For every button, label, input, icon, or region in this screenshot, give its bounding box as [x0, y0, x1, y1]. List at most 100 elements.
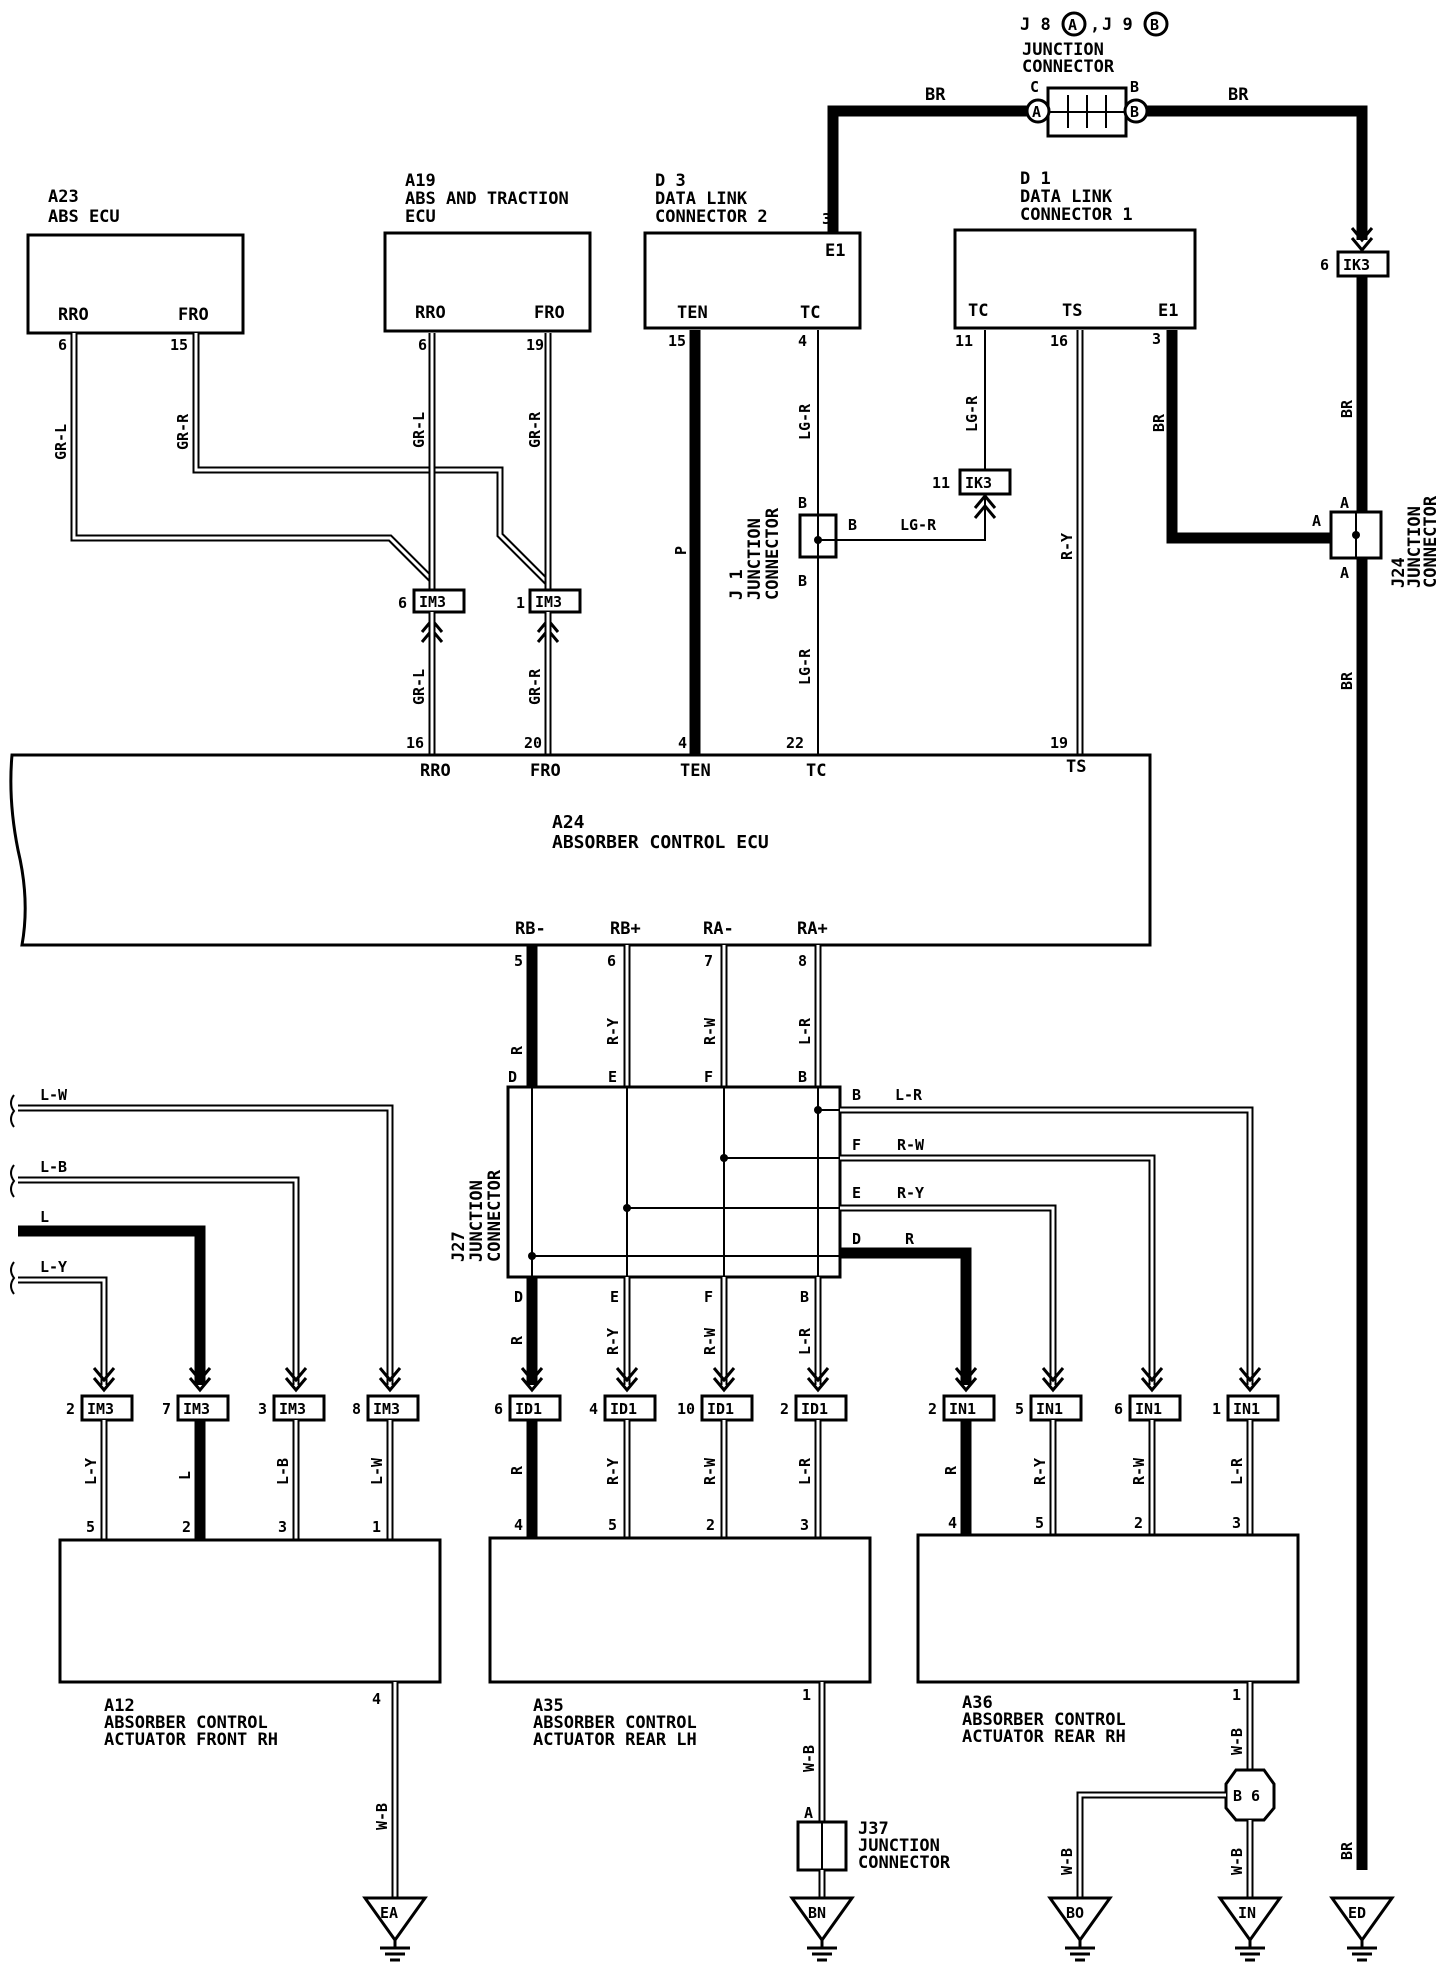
svg-text:ACTUATOR FRONT RH: ACTUATOR FRONT RH: [104, 1730, 278, 1750]
svg-text:RA+: RA+: [797, 919, 828, 939]
svg-text:CONNECTOR 1: CONNECTOR 1: [1020, 205, 1133, 225]
svg-text:L-W: L-W: [368, 1457, 386, 1485]
svg-text:IM3: IM3: [419, 593, 446, 611]
svg-text:IM3: IM3: [373, 1400, 400, 1418]
svg-text:R-W: R-W: [701, 1017, 719, 1045]
svg-text:IM3: IM3: [183, 1400, 210, 1418]
svg-text:W-B: W-B: [373, 1803, 391, 1830]
svg-text:ACTUATOR REAR RH: ACTUATOR REAR RH: [962, 1727, 1126, 1747]
svg-text:FRO: FRO: [534, 303, 565, 323]
svg-text:CONNECTOR: CONNECTOR: [763, 507, 783, 600]
svg-text:GR-R: GR-R: [526, 411, 544, 448]
svg-text:3: 3: [800, 1516, 809, 1534]
svg-text:2: 2: [780, 1400, 789, 1418]
svg-text:JUNCTION: JUNCTION: [745, 518, 765, 600]
svg-text:E: E: [608, 1068, 617, 1086]
svg-text:ED: ED: [1348, 1904, 1366, 1922]
svg-text:C: C: [1030, 78, 1039, 96]
svg-text:LG-R: LG-R: [796, 648, 814, 685]
svg-text:W-B: W-B: [800, 1745, 818, 1772]
svg-text:J 9: J 9: [1102, 15, 1133, 35]
a35-actuator-rear-lh: A35 ABSORBER CONTROL ACTUATOR REAR LH 1: [488, 1536, 872, 1750]
svg-text:4: 4: [589, 1400, 598, 1418]
svg-text:ABS ECU: ABS ECU: [48, 207, 120, 227]
svg-text:GR-R: GR-R: [174, 413, 192, 450]
svg-text:2: 2: [928, 1400, 937, 1418]
svg-text:JUNCTION: JUNCTION: [467, 1180, 487, 1262]
svg-text:GR-L: GR-L: [52, 424, 70, 460]
svg-text:R-Y: R-Y: [604, 1018, 622, 1045]
svg-text:L-B: L-B: [40, 1158, 67, 1176]
svg-text:ACTUATOR REAR LH: ACTUATOR REAR LH: [533, 1730, 697, 1750]
svg-text:GR-L: GR-L: [410, 412, 428, 448]
svg-text:J24: J24: [1389, 557, 1409, 588]
ground-in: IN: [1217, 1896, 1283, 1962]
svg-text:19: 19: [526, 336, 544, 354]
a36-actuator-rear-rh: A36 ABSORBER CONTROL ACTUATOR REAR RH 1: [916, 1533, 1300, 1747]
svg-text:BO: BO: [1066, 1904, 1084, 1922]
svg-text:3: 3: [1152, 330, 1161, 348]
svg-text:6: 6: [418, 336, 427, 354]
svg-text:R-W: R-W: [1130, 1457, 1148, 1485]
svg-text:GR-R: GR-R: [526, 668, 544, 705]
svg-text:5: 5: [86, 1518, 95, 1536]
svg-text:RRO: RRO: [58, 305, 89, 325]
svg-text:3: 3: [278, 1518, 287, 1536]
svg-text:B: B: [1150, 16, 1159, 34]
svg-text:A: A: [1312, 512, 1321, 530]
ground-ed: ED: [1329, 1896, 1395, 1962]
svg-text:2: 2: [1134, 1514, 1143, 1532]
svg-text:B: B: [1130, 103, 1139, 121]
svg-text:B: B: [798, 1068, 807, 1086]
svg-text:1: 1: [1212, 1400, 1221, 1418]
svg-text:ABS AND TRACTION: ABS AND TRACTION: [405, 189, 569, 209]
svg-text:L-B: L-B: [274, 1458, 292, 1485]
inline-connector-row: IM3 2 IM3 7 IM3 3 IM3 8 ID1 6 ID1 4 ID1 …: [66, 1394, 1280, 1422]
svg-text:B: B: [848, 516, 857, 534]
svg-text:4: 4: [514, 1516, 523, 1534]
svg-text:2: 2: [182, 1518, 191, 1536]
svg-text:E1: E1: [1158, 301, 1178, 321]
svg-text:TC: TC: [968, 301, 988, 321]
svg-text:W-B: W-B: [1058, 1848, 1076, 1875]
svg-text:2: 2: [66, 1400, 75, 1418]
a23-abs-ecu: A23 ABS ECU RRO FRO: [26, 187, 245, 335]
svg-text:J 8: J 8: [1020, 15, 1051, 35]
svg-text:JUNCTION: JUNCTION: [858, 1836, 940, 1856]
svg-text:F: F: [704, 1068, 713, 1086]
svg-text:B: B: [798, 572, 807, 590]
svg-text:3: 3: [258, 1400, 267, 1418]
svg-text:A: A: [1068, 16, 1077, 34]
svg-text:D: D: [514, 1288, 523, 1306]
a19-abs-traction-ecu: A19 ABS AND TRACTION ECU RRO FRO: [383, 171, 592, 333]
svg-text:11: 11: [955, 332, 973, 350]
j24-label: J24 JUNCTION CONNECTOR: [1389, 495, 1441, 588]
svg-text:IN1: IN1: [1233, 1400, 1260, 1418]
svg-text:BR: BR: [1150, 413, 1168, 432]
svg-text:L-R: L-R: [796, 1017, 814, 1045]
svg-text:L-R: L-R: [895, 1086, 923, 1104]
svg-text:P: P: [672, 546, 690, 555]
svg-text:R-Y: R-Y: [897, 1184, 924, 1202]
svg-text:GR-L: GR-L: [410, 669, 428, 705]
svg-text:3: 3: [1232, 1514, 1241, 1532]
svg-text:1: 1: [1232, 1686, 1241, 1704]
svg-text:RA-: RA-: [703, 919, 734, 939]
svg-text:4: 4: [372, 1690, 381, 1708]
svg-text:ID1: ID1: [515, 1400, 542, 1418]
svg-text:16: 16: [406, 734, 424, 752]
svg-text:L-R: L-R: [1228, 1457, 1246, 1485]
ground-ea: EA: [362, 1896, 428, 1962]
svg-text:A: A: [1032, 103, 1041, 121]
svg-text:16: 16: [1050, 332, 1068, 350]
svg-text:ECU: ECU: [405, 207, 436, 227]
svg-text:22: 22: [786, 734, 804, 752]
svg-text:5: 5: [608, 1516, 617, 1534]
svg-text:ID1: ID1: [610, 1400, 637, 1418]
svg-text:CONNECTOR: CONNECTOR: [1022, 57, 1115, 77]
svg-text:F: F: [852, 1136, 861, 1154]
svg-text:7: 7: [162, 1400, 171, 1418]
svg-text:6: 6: [494, 1400, 503, 1418]
svg-text:RB-: RB-: [515, 919, 546, 939]
